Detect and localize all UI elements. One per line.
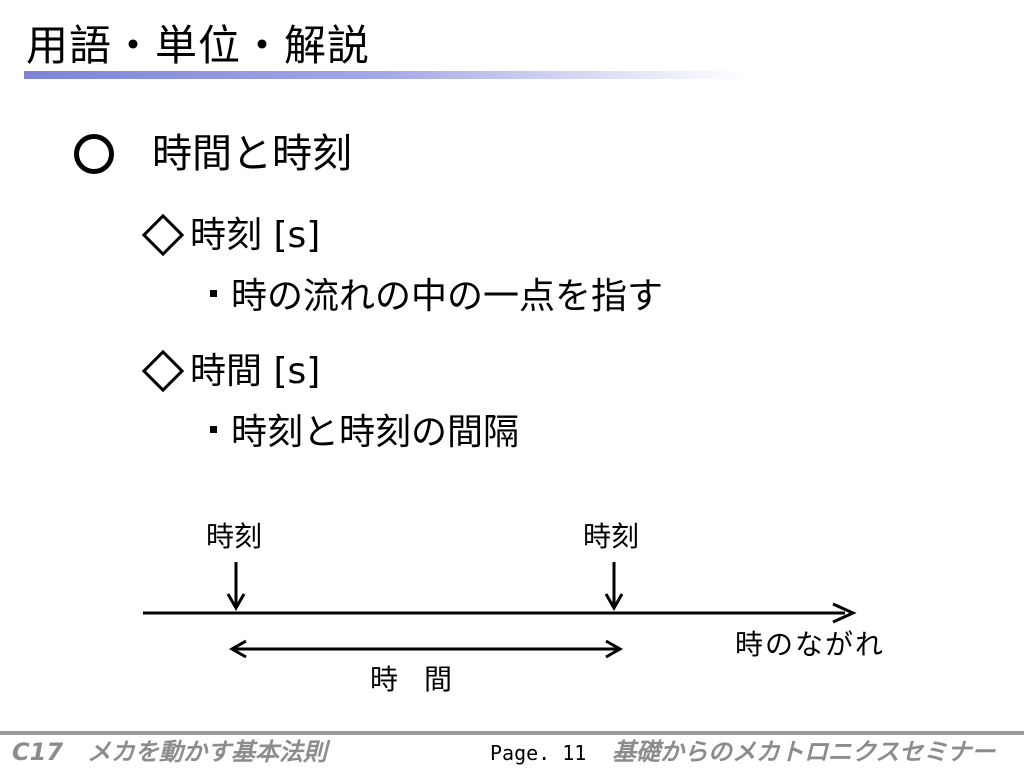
footer-course-title: C17 メカを動かす基本法則 [12, 738, 328, 766]
sub-item-label: 時刻 [s] [190, 215, 321, 256]
interval-double-arrow [228, 639, 624, 659]
footer-line [0, 731, 1024, 735]
moment-arrow-left [226, 562, 246, 612]
desc-item-text: 時の流れの中の一点を指す [231, 276, 664, 317]
desc-item-interval: 時刻と時刻の間隔 [204, 410, 519, 456]
footer-seminar-name: 基礎からのメカトロニクスセミナー [612, 738, 996, 766]
circle-bullet-icon [74, 134, 114, 174]
sub-item-moment: 時刻 [s] [141, 213, 321, 259]
footer-page-number: Page. 11 [490, 741, 587, 765]
title-underline [24, 71, 744, 79]
sub-item-interval: 時間 [s] [141, 349, 321, 395]
sub-item-label: 時間 [s] [190, 351, 321, 392]
time-axis-arrow [143, 602, 857, 624]
moment-arrow-right [604, 562, 624, 612]
dot-bullet-icon [210, 289, 217, 297]
interval-label: 時間 [370, 663, 479, 696]
moment-label-left: 時刻 [206, 520, 263, 553]
moment-label-right: 時刻 [583, 520, 640, 553]
heading-text: 時間と時刻 [152, 131, 352, 177]
axis-label: 時のながれ [735, 628, 886, 661]
dot-bullet-icon [210, 425, 217, 433]
slide-title: 用語・単位・解説 [26, 21, 371, 70]
desc-item-text: 時刻と時刻の間隔 [231, 412, 520, 453]
desc-item-moment: 時の流れの中の一点を指す [204, 274, 663, 320]
